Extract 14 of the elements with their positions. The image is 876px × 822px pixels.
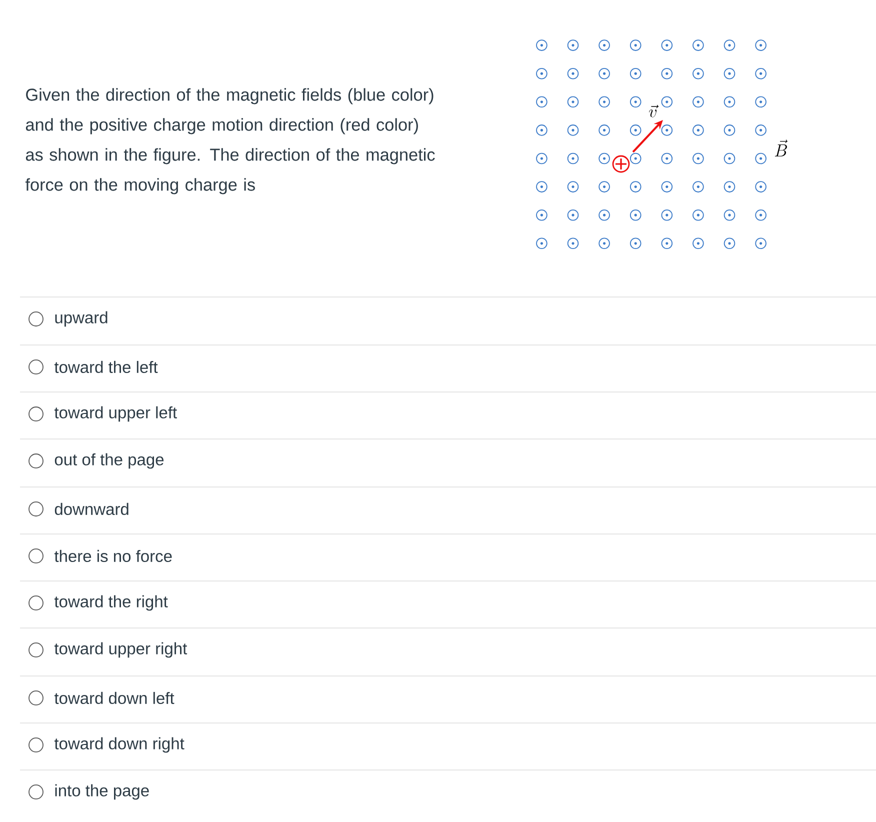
answer-option: out of the page bbox=[54, 453, 164, 469]
answer-option: toward upper left bbox=[54, 406, 177, 422]
answer-option: into the page bbox=[55, 784, 149, 800]
answer-option: toward the right bbox=[54, 595, 168, 611]
answer-option: toward down left bbox=[54, 692, 174, 704]
vector-label: $\vec{B}$ bbox=[774, 140, 788, 156]
answer-option: there is no force bbox=[54, 550, 172, 562]
question-text: Given the direction of the magnetic fields (blue color) and the positive charge motion direction (red color) as shown in the figure. The direction of the magnetic force on the moving charge is bbox=[25, 88, 435, 194]
answer-option: upward bbox=[55, 311, 108, 327]
answer-option: toward down right bbox=[54, 737, 184, 753]
answer-option: toward the left bbox=[54, 360, 158, 374]
answer-option: toward upper right bbox=[54, 642, 188, 658]
vector-label: $\vec{v}$ bbox=[649, 104, 659, 118]
answer-option: downward bbox=[54, 502, 128, 516]
